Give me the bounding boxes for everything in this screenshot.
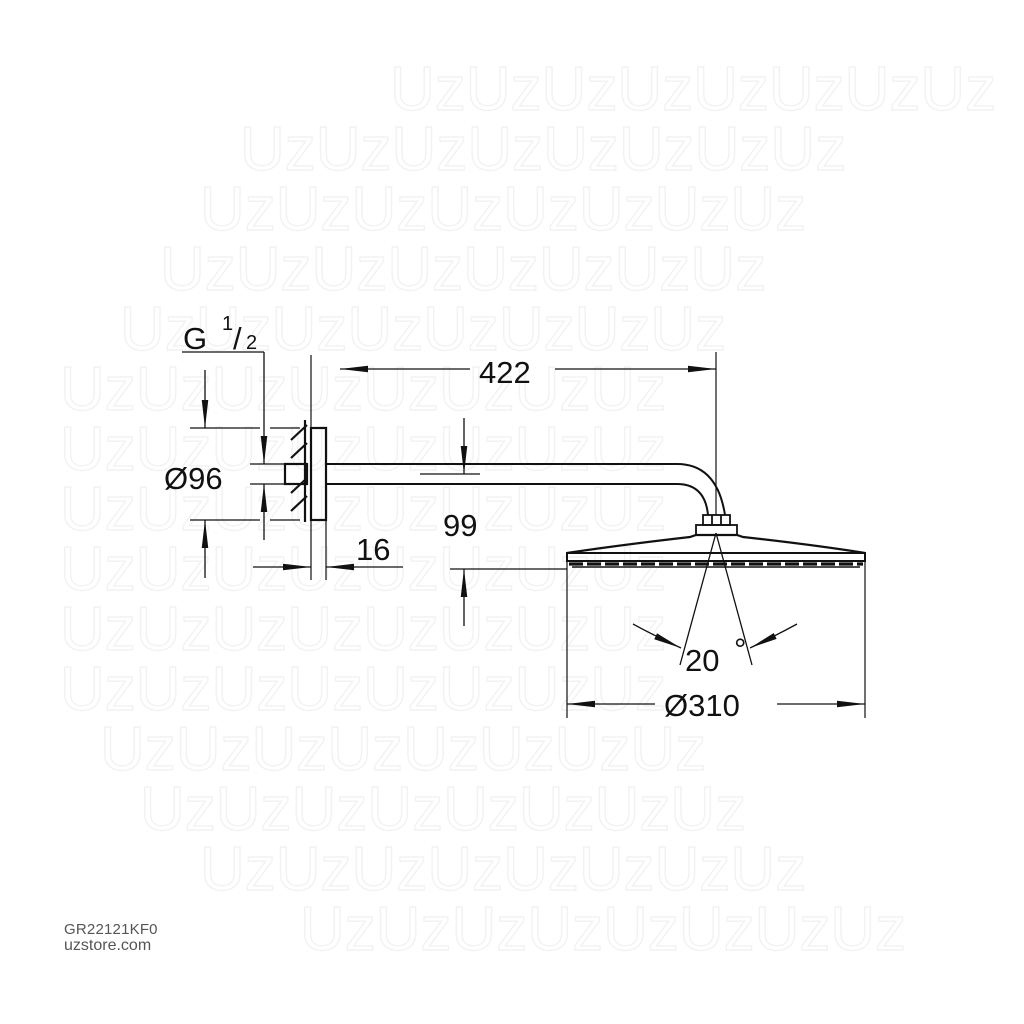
ball-joint-nut [695, 514, 738, 536]
flange-depth-label: 16 [356, 532, 390, 567]
head-diameter-label: Ø310 [664, 688, 740, 723]
flange-diameter-label: Ø96 [164, 461, 223, 496]
product-code: GR22121KF0 [64, 921, 158, 938]
svg-text:UzUzUzUzUzUzUzUz: UzUzUzUzUzUzUzUz [60, 355, 666, 424]
svg-text:UzUzUzUzUzUzUzUz: UzUzUzUzUzUzUzUz [200, 175, 806, 244]
arm-length-label: 422 [479, 355, 531, 390]
watermark: UzUzUzUzUzUzUzUz UzUzUzUzUzUzUzUz UzUzUz… [59, 54, 997, 964]
svg-text:UzUzUzUzUzUzUzUz: UzUzUzUzUzUzUzUz [160, 235, 766, 304]
svg-text:UzUzUzUzUzUzUzUz: UzUzUzUzUzUzUzUz [60, 595, 666, 664]
wall-hatching [290, 420, 308, 522]
svg-text:UzUzUzUzUzUzUzUz: UzUzUzUzUzUzUzUz [300, 895, 906, 964]
footer: GR22121KF0 uzstore.com [64, 922, 158, 955]
svg-text:UzUzUzUzUzUzUzUz: UzUzUzUzUzUzUzUz [120, 295, 726, 364]
tilt-angle-unit: ° [734, 632, 746, 667]
svg-text:UzUzUzUzUzUzUzUz: UzUzUzUzUzUzUzUz [240, 115, 846, 184]
site-url: uzstore.com [64, 936, 152, 954]
svg-text:UzUzUzUzUzUzUzUz: UzUzUzUzUzUzUzUz [100, 715, 706, 784]
thread-spec-numerator: 1 [222, 313, 233, 335]
thread-spec-slash: / [233, 321, 242, 356]
thread-spec-label: G [183, 321, 207, 356]
svg-text:UzUzUzUzUzUzUzUz: UzUzUzUzUzUzUzUz [200, 835, 806, 904]
svg-text:UzUzUzUzUzUzUzUz: UzUzUzUzUzUzUzUz [60, 655, 666, 724]
svg-text:UzUzUzUzUzUzUzUz: UzUzUzUzUzUzUzUz [60, 415, 666, 484]
drop-height-label: 99 [443, 508, 477, 543]
tilt-angle-label: 20 [685, 643, 719, 678]
svg-text:UzUzUzUzUzUzUzUz: UzUzUzUzUzUzUzUz [60, 475, 666, 544]
thread-spec-denominator: 2 [246, 332, 257, 354]
thread-connector [283, 462, 309, 486]
svg-text:UzUzUzUzUzUzUzUz: UzUzUzUzUzUzUzUz [390, 55, 996, 124]
shower-arm [326, 463, 726, 516]
svg-text:UzUzUzUzUzUzUzUz: UzUzUzUzUzUzUzUz [140, 775, 746, 844]
